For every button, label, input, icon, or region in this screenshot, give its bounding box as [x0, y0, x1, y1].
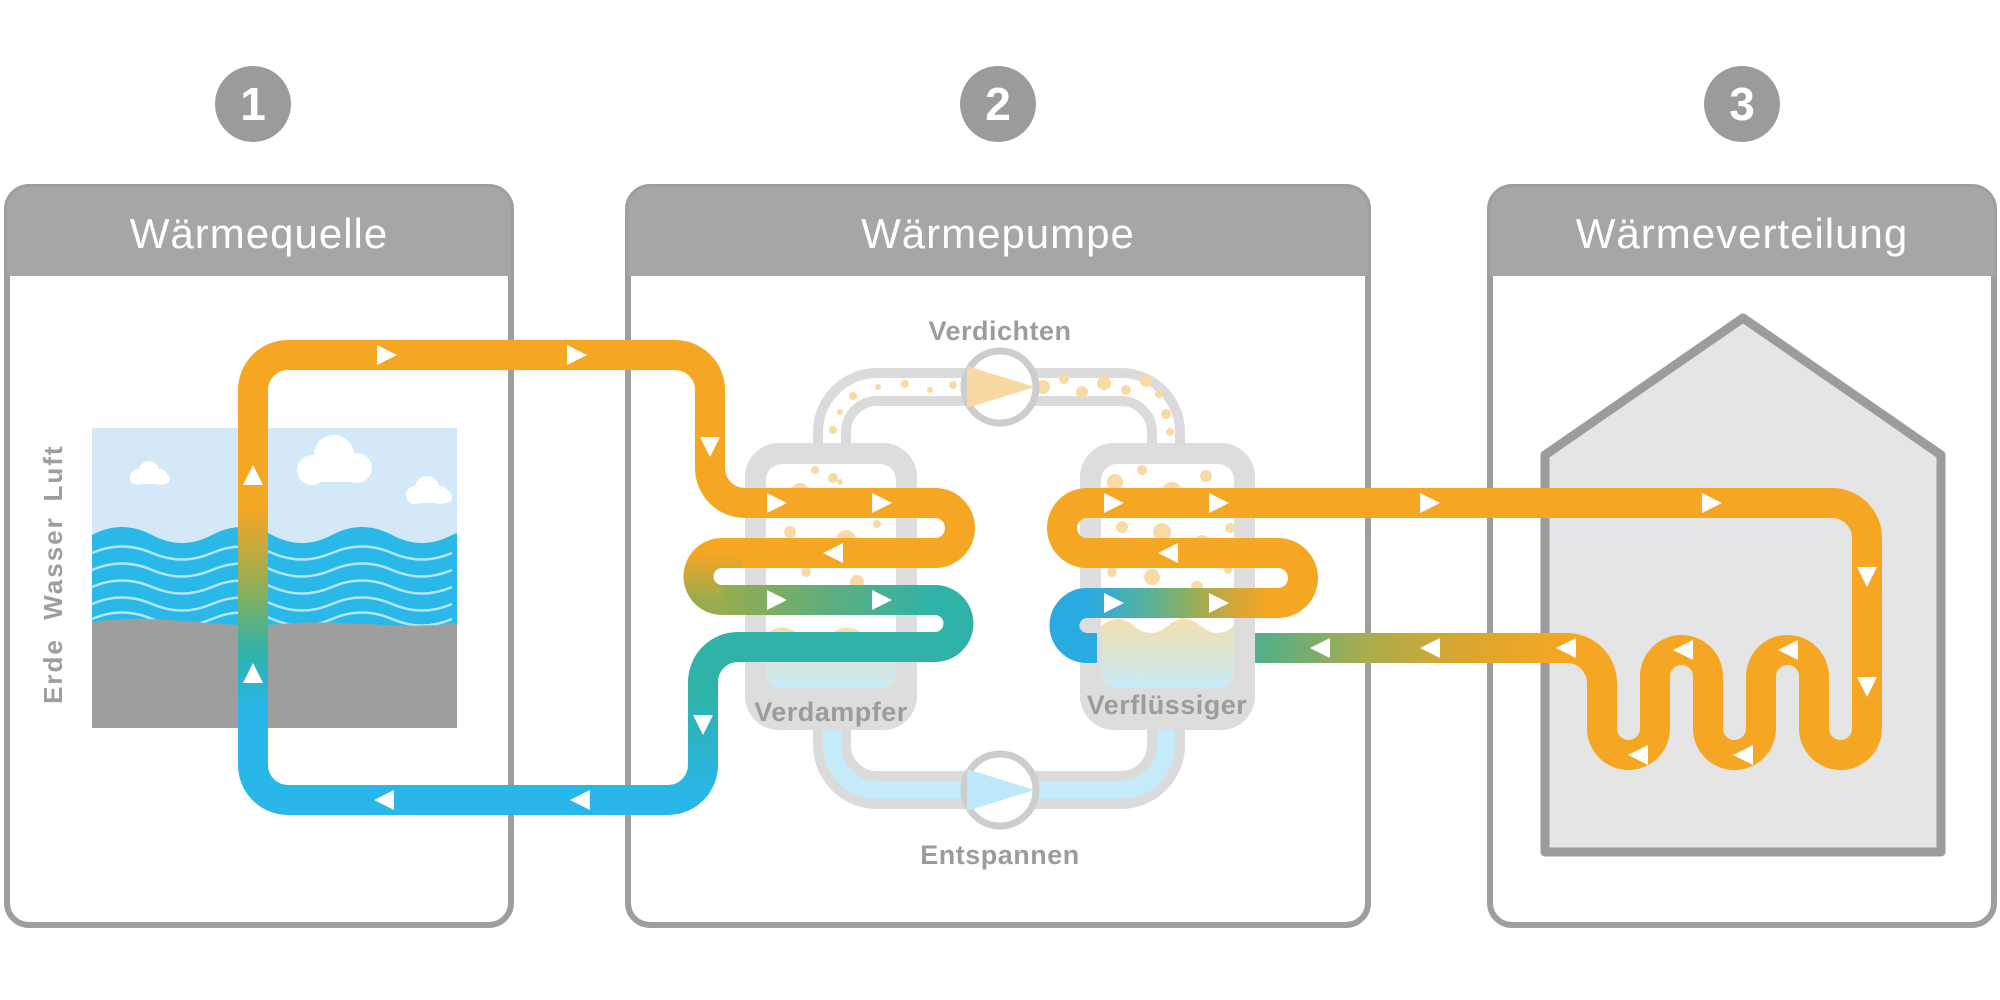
water-waves: [91, 545, 453, 627]
environment-illustration: Luft Wasser Erde: [38, 428, 457, 728]
badge-number: 2: [985, 78, 1011, 130]
expansion-valve-icon: [960, 750, 1040, 830]
panel-title: Wärmequelle: [130, 210, 388, 257]
condenser-label: Verflüssiger: [1087, 690, 1248, 720]
pipe-evaporator-uturn-right: [928, 585, 974, 662]
badge-number: 3: [1729, 78, 1755, 130]
cloud-small-left: [130, 461, 170, 485]
compressor-cone: [967, 366, 1035, 408]
pipe-source-cold-return: [238, 758, 666, 815]
panel-title: Wärmeverteilung: [1576, 210, 1908, 257]
pipe-condenser-uturn-left: [1047, 488, 1099, 568]
panel-header: [7, 187, 511, 276]
layer-label-erde: Erde: [38, 638, 68, 704]
panel-title: Wärmepumpe: [861, 210, 1135, 257]
sky: [92, 428, 457, 543]
step-badge-1: 1: [215, 66, 291, 142]
panel-header: [1490, 187, 1994, 276]
cloud-large: [297, 435, 372, 485]
layer-label-luft: Luft: [38, 444, 68, 501]
compress-label: Verdichten: [928, 316, 1071, 346]
ground: [92, 618, 457, 728]
panel-header: [628, 187, 1368, 276]
pipe-condenser-uturn-right: [1097, 538, 1318, 618]
badge-circle: [215, 66, 291, 142]
expansion-cone: [967, 769, 1035, 811]
pipe-evaporator-uturn-left: [683, 538, 742, 615]
expand-label: Entspannen: [920, 840, 1080, 870]
pipe-evaporator-exit: [688, 632, 935, 696]
cloud-small-right: [406, 476, 452, 504]
step-badge-3: 3: [1704, 66, 1780, 142]
compressor-icon: [960, 347, 1040, 427]
refrigerant-pool: [1101, 619, 1234, 688]
layer-label-wasser: Wasser: [38, 516, 68, 620]
pipe-cold-descent: [662, 690, 718, 815]
source-circuit: [238, 340, 975, 815]
condenser-vessel: [1080, 443, 1255, 730]
step-badge-2: 2: [960, 66, 1036, 142]
pipe-condenser-uturn-cold: [1049, 588, 1097, 663]
pipe-source-warm: [238, 340, 975, 568]
evaporator-label: Verdampfer: [754, 697, 908, 727]
badge-circle: [960, 66, 1036, 142]
badge-number: 1: [240, 78, 266, 130]
badge-circle: [1704, 66, 1780, 142]
